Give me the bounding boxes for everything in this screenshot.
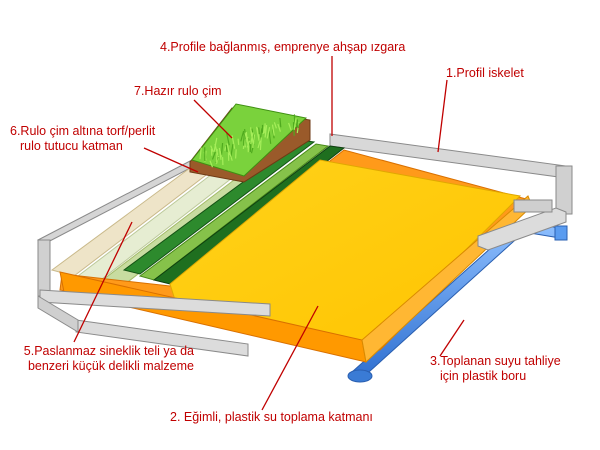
profile-frame-back bbox=[37, 133, 573, 297]
grass-blade bbox=[273, 122, 277, 129]
leader-holder-layer bbox=[143, 147, 199, 173]
label-mesh-line-2: benzeri küçük delikli malzeme bbox=[27, 359, 194, 373]
grass-blade bbox=[226, 143, 231, 156]
grass-blade bbox=[220, 142, 224, 155]
label-holder-layer-line-1: 6.Rulo çim altına torf/perlit bbox=[10, 124, 156, 138]
grass-blade bbox=[225, 144, 228, 152]
grass-blade bbox=[218, 147, 222, 160]
grass-blade bbox=[237, 138, 240, 145]
leader-lines bbox=[73, 56, 465, 411]
leader-mesh bbox=[73, 221, 133, 343]
label-sloped-layer: 2. Eğimli, plastik su toplama katmanı bbox=[170, 410, 373, 424]
leader-drain-pipe bbox=[439, 319, 465, 357]
grass-blade bbox=[245, 131, 248, 143]
grass-blade bbox=[266, 126, 271, 139]
label-holder-layer: 6.Rulo çim altına torf/perlit rulo tutuc… bbox=[10, 124, 155, 154]
grass-blade bbox=[210, 145, 214, 153]
grass-blade bbox=[246, 140, 251, 148]
grass-blade bbox=[262, 126, 266, 134]
leader-sloped-layer bbox=[261, 305, 319, 411]
grass-blade bbox=[259, 128, 263, 140]
leader-roll-grass bbox=[193, 99, 233, 139]
grass-blade bbox=[235, 149, 237, 159]
label-wood-grid: 4.Profile bağlanmış, emprenye ahşap ızga… bbox=[160, 40, 406, 54]
grass-blade bbox=[216, 149, 218, 163]
label-drain-pipe: 3.Toplanan suyu tahliye için plastik bor… bbox=[430, 354, 561, 384]
grass-blade bbox=[271, 124, 275, 136]
grass-blade bbox=[228, 151, 233, 161]
grass-blade bbox=[252, 134, 256, 148]
label-holder-layer-line-2: rulo tutucu katman bbox=[20, 139, 123, 153]
leader-profile-frame bbox=[437, 79, 448, 153]
grass-blade bbox=[257, 140, 261, 149]
label-profile-frame: 1.Profil iskelet bbox=[446, 66, 524, 80]
grass-blade bbox=[259, 137, 262, 151]
grass-blade bbox=[288, 122, 292, 131]
label-drain-pipe-line-1: 3.Toplanan suyu tahliye bbox=[430, 354, 561, 368]
grass-blade bbox=[258, 127, 260, 135]
grass-blade bbox=[250, 132, 254, 141]
grass-blade bbox=[264, 125, 268, 138]
grass-blade bbox=[209, 160, 214, 168]
grass-blade bbox=[231, 135, 236, 149]
grass-blade bbox=[279, 117, 282, 128]
profile-frame-front bbox=[37, 199, 567, 357]
grass-blade bbox=[268, 131, 272, 144]
grass-blade bbox=[293, 118, 297, 130]
grass-blade bbox=[226, 133, 230, 146]
grass-blade bbox=[240, 130, 245, 142]
label-mesh: 5.Paslanmaz sineklik teli ya da benzeri … bbox=[10, 344, 194, 374]
label-roll-grass: 7.Hazır rulo çim bbox=[134, 84, 222, 98]
label-mesh-line-1: 5.Paslanmaz sineklik teli ya da bbox=[23, 344, 194, 358]
grass-blade bbox=[277, 123, 281, 132]
grass-blade bbox=[296, 119, 299, 129]
label-drain-pipe-line-2: için plastik boru bbox=[440, 369, 527, 383]
grass-blade bbox=[199, 147, 202, 160]
grass-blade bbox=[255, 126, 260, 141]
grass-blade bbox=[211, 151, 216, 160]
